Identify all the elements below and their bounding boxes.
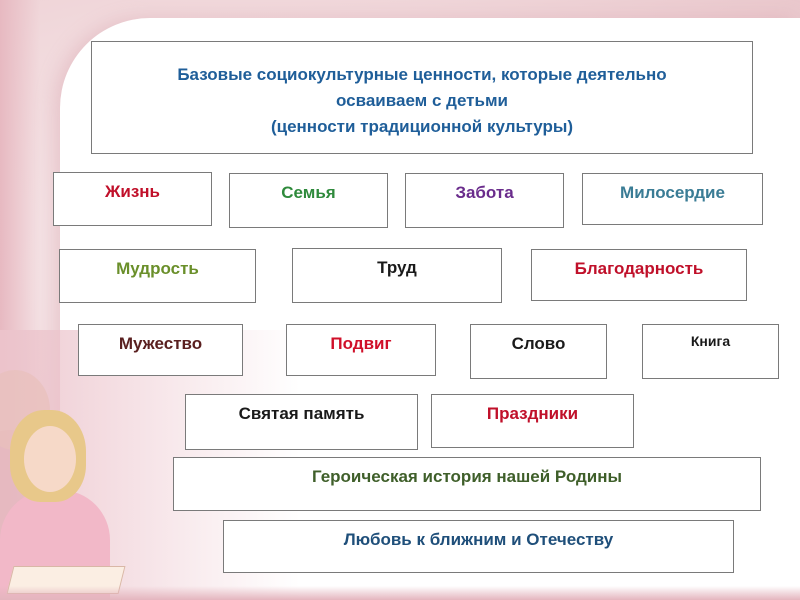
value-label: Праздники: [486, 404, 579, 423]
value-label: Подвиг: [330, 334, 392, 353]
value-label: Книга: [690, 333, 731, 349]
value-label: Героическая история нашей Родины: [311, 467, 623, 486]
value-label: Жизнь: [105, 182, 160, 201]
value-label: Благодарность: [574, 259, 704, 278]
value-box-labor: Труд: [292, 248, 502, 303]
mother-and-child-illustration: [0, 370, 180, 600]
value-label: Забота: [455, 183, 514, 202]
value-box-gratitude: Благодарность: [531, 249, 747, 301]
value-box-feat: Подвиг: [286, 324, 436, 376]
value-box-life: Жизнь: [53, 172, 212, 226]
value-box-book: Книга: [642, 324, 779, 379]
title-line-3: (ценности традиционной культуры): [270, 117, 574, 136]
value-box-holidays: Праздники: [431, 394, 634, 448]
value-box-family: Семья: [229, 173, 388, 228]
value-box-heroic-history: Героическая история нашей Родины: [173, 457, 761, 511]
value-label: Семья: [281, 183, 336, 202]
title-line-2: осваиваем с детьми: [336, 91, 508, 110]
value-label: Слово: [511, 334, 566, 353]
value-box-care: Забота: [405, 173, 564, 228]
value-box-courage: Мужество: [78, 324, 243, 376]
value-label: Мудрость: [116, 259, 199, 278]
value-label: Мужество: [118, 334, 203, 353]
value-label: Милосердие: [620, 183, 725, 202]
value-box-love-homeland: Любовь к ближним и Отечеству: [223, 520, 734, 573]
title-box: Базовые социокультурные ценности, которы…: [91, 41, 753, 154]
value-label: Любовь к ближним и Отечеству: [343, 530, 614, 549]
child-face: [24, 426, 76, 492]
value-box-mercy: Милосердие: [582, 173, 763, 225]
value-box-holy-memory: Святая память: [185, 394, 418, 450]
value-label: Труд: [377, 258, 417, 277]
value-box-wisdom: Мудрость: [59, 249, 256, 303]
value-label: Святая память: [238, 404, 365, 423]
title-line-1: Базовые социокультурные ценности, которы…: [177, 65, 667, 84]
value-box-word: Слово: [470, 324, 607, 379]
background-bottom-border: [0, 586, 800, 600]
